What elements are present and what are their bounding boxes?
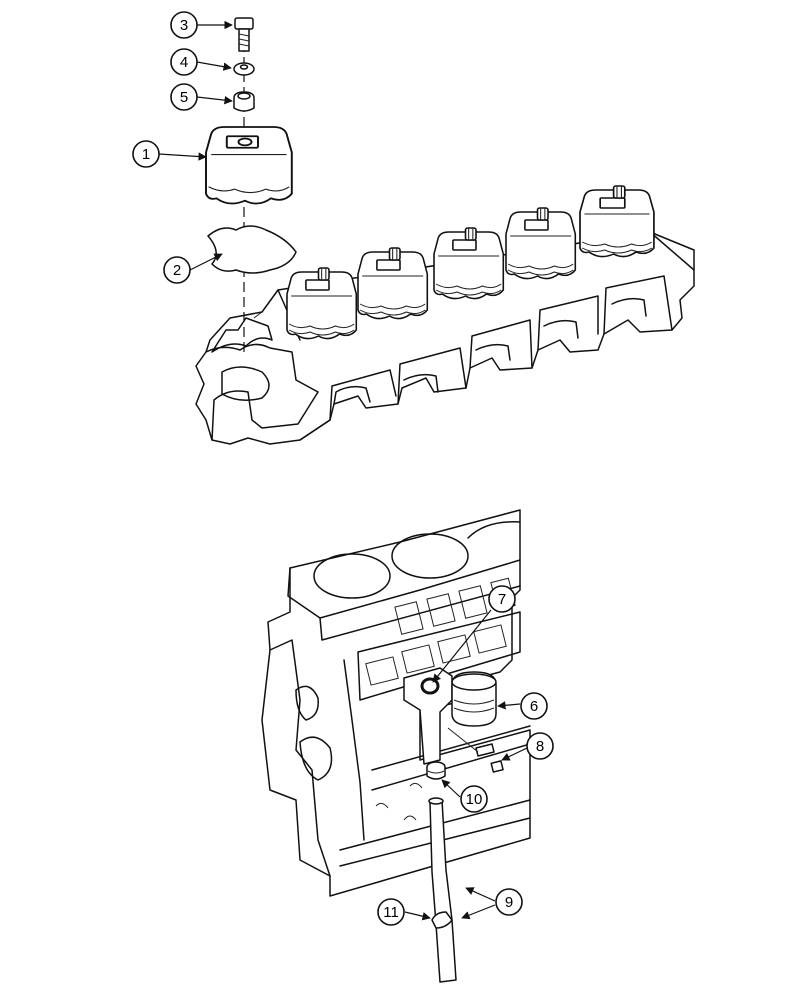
callout-4: 4 — [170, 48, 198, 76]
callout-1: 1 — [132, 140, 160, 168]
top-callout-leaders — [158, 20, 233, 271]
breather-cap-part — [451, 671, 497, 727]
oil-fill-parts — [403, 667, 504, 983]
bolt-part — [234, 17, 254, 52]
callout-3: 3 — [170, 11, 198, 39]
tube-seal-part — [426, 761, 446, 780]
filler-adapter — [403, 667, 453, 765]
callout-7: 7 — [488, 585, 516, 613]
callout-10-label: 10 — [466, 791, 483, 808]
callout-3-label: 3 — [180, 17, 188, 34]
exploded-valve-cover-parts — [205, 17, 297, 352]
callout-10: 10 — [460, 785, 488, 813]
callout-6-label: 6 — [530, 698, 538, 715]
callout-6: 6 — [520, 692, 548, 720]
filler-tube-part — [429, 799, 457, 983]
callout-9: 9 — [495, 888, 523, 916]
callout-7-label: 7 — [498, 591, 506, 608]
callout-5: 5 — [170, 83, 198, 111]
gasket-part — [207, 225, 297, 274]
callout-2: 2 — [163, 256, 191, 284]
tube-clip-part — [431, 911, 453, 929]
mounting-bolt-part — [475, 743, 504, 773]
callout-4-label: 4 — [180, 54, 188, 71]
callout-11-label: 11 — [383, 904, 399, 921]
callout-5-label: 5 — [180, 89, 188, 106]
callout-8: 8 — [526, 732, 554, 760]
callout-8-label: 8 — [536, 738, 544, 755]
valve-cover-part — [205, 126, 293, 205]
callout-11: 11 — [377, 898, 405, 926]
bottom-callout-leaders — [404, 609, 528, 921]
o-ring-part — [420, 677, 440, 695]
grommet-part — [233, 91, 255, 112]
callout-9-label: 9 — [505, 894, 513, 911]
callout-1-label: 1 — [142, 146, 150, 163]
callout-2-label: 2 — [173, 262, 181, 279]
washer-part — [233, 62, 255, 76]
